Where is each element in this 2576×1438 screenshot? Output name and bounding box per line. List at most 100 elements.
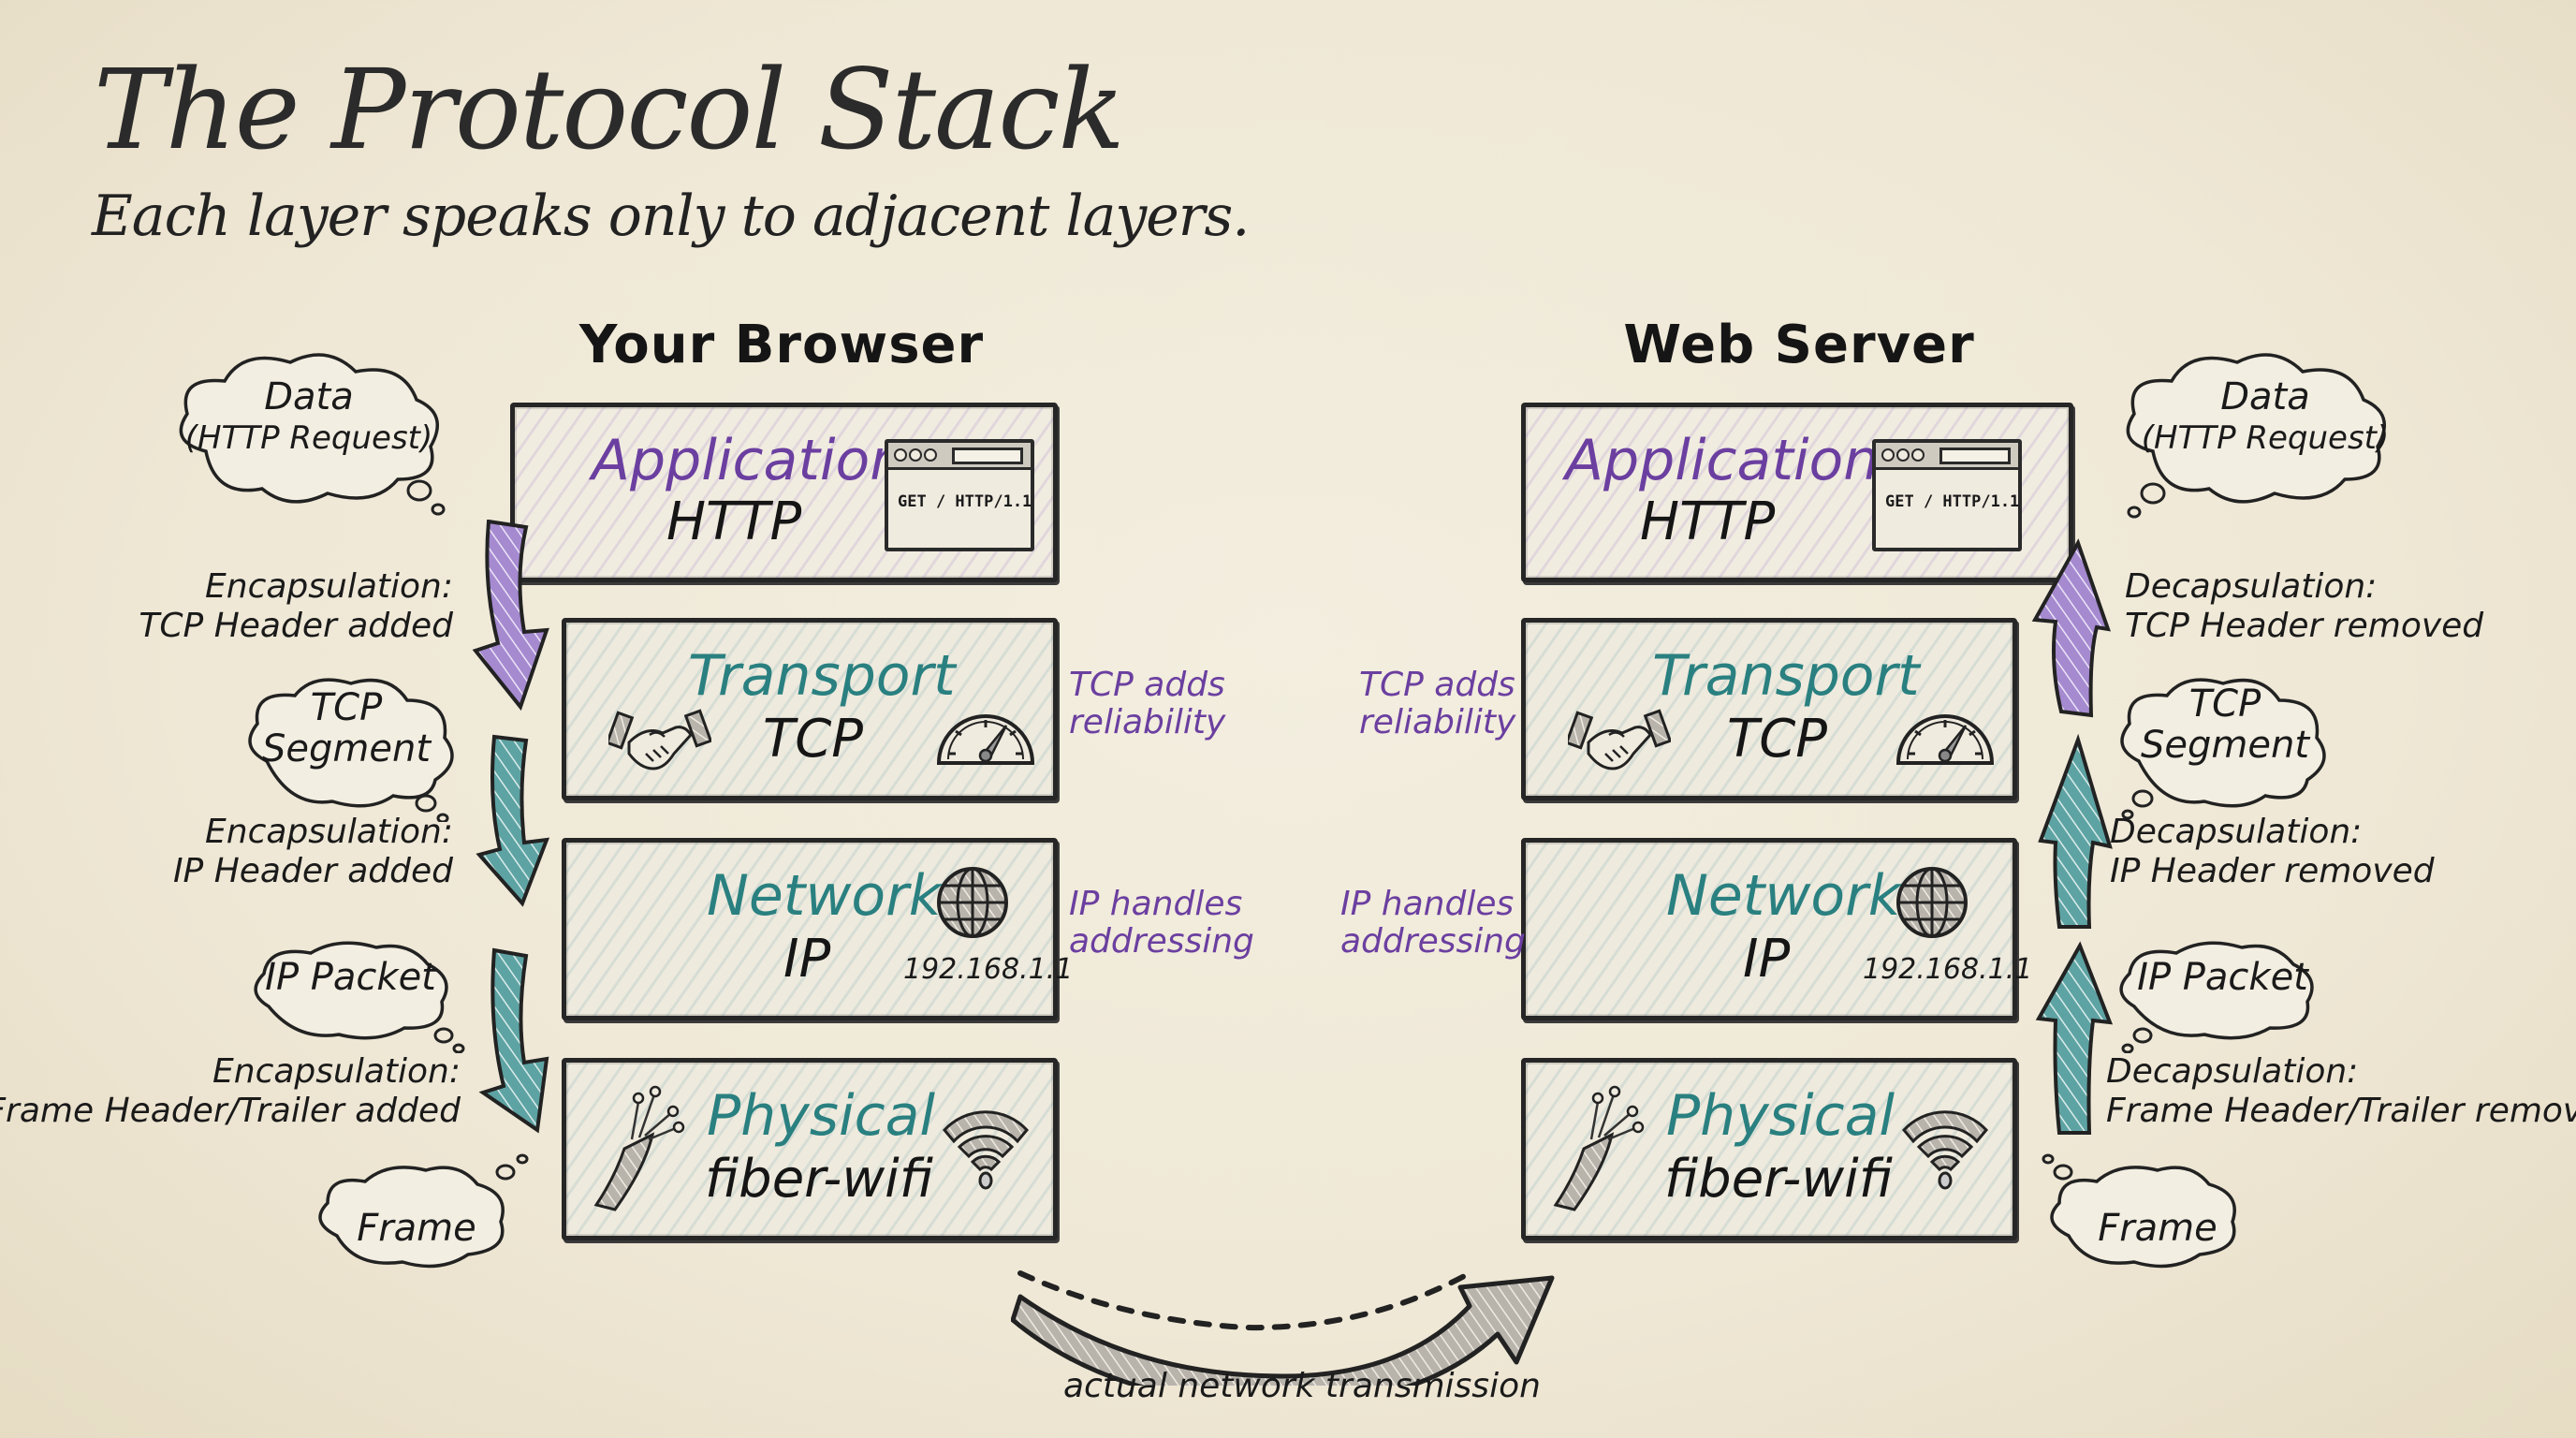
- cloud-line: Data: [2220, 375, 2310, 418]
- transmission-label: actual network transmission: [1063, 1367, 1541, 1405]
- layer-protocol: HTTP: [1640, 492, 1776, 552]
- step-line: TCP Header removed: [2125, 607, 2484, 645]
- encapsulation-step-2: Encapsulation: IP Header added: [173, 813, 453, 891]
- note-line: reliability: [1359, 703, 1516, 741]
- thought-cloud-data: [179, 353, 446, 516]
- thought-cloud-frame: [2042, 1153, 2236, 1269]
- browser-physical-layer: Physical fiber-wifi: [562, 1058, 1058, 1240]
- cloud-label-frame: Frame: [309, 1208, 524, 1249]
- note-line: TCP adds: [1359, 666, 1515, 704]
- note-line: addressing: [1340, 922, 1526, 961]
- layer-name: Network: [707, 863, 942, 929]
- note-line: TCP adds: [1069, 666, 1225, 704]
- step-line: Frame Header/Trailer removed: [2106, 1092, 2576, 1130]
- layer-name: Transport: [688, 643, 956, 709]
- step-line: IP Header added: [172, 852, 453, 890]
- up-arrow-icon: [2038, 733, 2113, 929]
- thought-cloud-ip-packet: [254, 941, 465, 1053]
- http-request-text: GET / HTTP/1.1: [1885, 492, 2020, 511]
- decapsulation-step-2: Decapsulation: IP Header removed: [2110, 813, 2435, 891]
- network-note: IP handles addressing: [1069, 886, 1254, 961]
- server-physical-layer: Physical fiber-wifi: [1521, 1058, 2017, 1240]
- thought-cloud-data: [2126, 353, 2386, 519]
- curved-arrow-icon: [1011, 1270, 1555, 1386]
- globe-icon: [1896, 867, 1968, 938]
- down-arrow-icon: [476, 734, 550, 907]
- layer-protocol: fiber-wifi: [1664, 1149, 1893, 1210]
- fiber-cable-icon: [1553, 1085, 1645, 1211]
- encapsulation-step-3: Encapsulation: Frame Header/Trailer adde…: [0, 1052, 461, 1131]
- layer-protocol: IP: [1743, 929, 1791, 990]
- handshake-icon: [608, 709, 711, 770]
- ip-address: 192.168.1.1: [903, 953, 1074, 986]
- globe-icon: [937, 867, 1008, 938]
- thought-cloud-tcp-segment: [248, 678, 454, 822]
- note-line: addressing: [1069, 922, 1254, 961]
- cloud-label-data: Data (HTTP Request): [2125, 376, 2406, 459]
- cloud-line: Data: [264, 375, 354, 418]
- step-line: Decapsulation:: [2106, 1052, 2359, 1091]
- step-line: Frame Header/Trailer added: [0, 1092, 461, 1130]
- thought-cloud-tcp-segment: [2120, 678, 2326, 820]
- up-arrow-icon: [2035, 941, 2114, 1135]
- browser-heading: Your Browser: [578, 315, 985, 375]
- browser-transport-layer: Transport TCP: [562, 618, 1058, 800]
- step-line: Decapsulation:: [2125, 567, 2378, 606]
- cloud-line: IP Packet: [2137, 956, 2308, 999]
- cloud-line: TCP: [2188, 682, 2261, 726]
- handshake-icon: [1568, 709, 1671, 770]
- server-heading: Web Server: [1623, 315, 1975, 375]
- ip-address: 192.168.1.1: [1863, 953, 2033, 986]
- step-line: Encapsulation:: [205, 813, 453, 851]
- step-line: Encapsulation:: [212, 1052, 461, 1091]
- cloud-line: (HTTP Request): [184, 419, 433, 457]
- server-application-layer: Application HTTP GET / HTTP/1.1: [1521, 403, 2073, 582]
- down-arrow-icon: [478, 947, 549, 1134]
- cloud-label-frame: Frame: [2050, 1208, 2265, 1249]
- server-transport-layer: Transport TCP: [1521, 618, 2017, 800]
- up-arrow-icon: [2031, 538, 2111, 718]
- step-line: TCP Header added: [139, 607, 453, 645]
- layer-protocol: TCP: [1727, 709, 1828, 770]
- cloud-label-data: Data (HTTP Request): [168, 376, 449, 459]
- page-subtitle: Each layer speaks only to adjacent layer…: [92, 183, 1250, 249]
- layer-name: Network: [1666, 863, 1901, 929]
- encapsulation-arrows: [472, 520, 550, 1134]
- page-title: The Protocol Stack: [94, 45, 1125, 174]
- browser-application-layer: Application HTTP GET / HTTP/1.1: [510, 403, 1058, 582]
- step-line: Encapsulation:: [205, 567, 453, 606]
- encapsulation-step-1: Encapsulation: TCP Header added: [139, 567, 453, 646]
- thought-cloud-frame: [318, 1153, 529, 1269]
- http-request-text: GET / HTTP/1.1: [898, 492, 1032, 511]
- fiber-cable-icon: [593, 1085, 685, 1211]
- layer-name: Application: [1565, 428, 1880, 493]
- transport-note: TCP adds reliability: [1069, 667, 1225, 741]
- thought-cloud-ip-packet: [2119, 941, 2314, 1053]
- layer-name: Physical: [707, 1083, 936, 1149]
- transport-note: TCP adds reliability: [1359, 666, 1516, 741]
- cloud-line: IP Packet: [265, 956, 436, 999]
- cloud-line: (HTTP Request): [2141, 419, 2390, 457]
- cloud-label-tcp-segment: TCP Segment: [2117, 683, 2333, 766]
- speedometer-icon: [1895, 714, 1995, 765]
- cloud-label-ip-packet: IP Packet: [245, 957, 456, 998]
- layer-name: Physical: [1666, 1083, 1895, 1149]
- cloud-line: TCP: [310, 686, 383, 729]
- cloud-line: Segment: [2141, 724, 2309, 767]
- note-line: IP handles: [1069, 885, 1243, 923]
- layer-name: Application: [592, 428, 906, 493]
- browser-network-layer: Network IP 192.168.1.1: [562, 838, 1073, 1020]
- layer-protocol: TCP: [763, 709, 864, 770]
- decapsulation-arrows: [2031, 538, 2114, 1135]
- server-network-layer: Network IP 192.168.1.1: [1521, 838, 2032, 1020]
- decapsulation-step-1: Decapsulation: TCP Header removed: [2125, 567, 2483, 646]
- step-line: Decapsulation:: [2110, 813, 2363, 851]
- down-arrow-icon: [472, 520, 549, 712]
- cloud-line: Frame: [357, 1207, 476, 1250]
- layer-protocol: HTTP: [666, 492, 802, 552]
- network-note: IP handles addressing: [1340, 886, 1526, 961]
- layer-name: Transport: [1652, 643, 1920, 709]
- layer-protocol: IP: [783, 929, 831, 990]
- wifi-icon: [1902, 1110, 1988, 1190]
- layer-protocol: fiber-wifi: [705, 1149, 933, 1210]
